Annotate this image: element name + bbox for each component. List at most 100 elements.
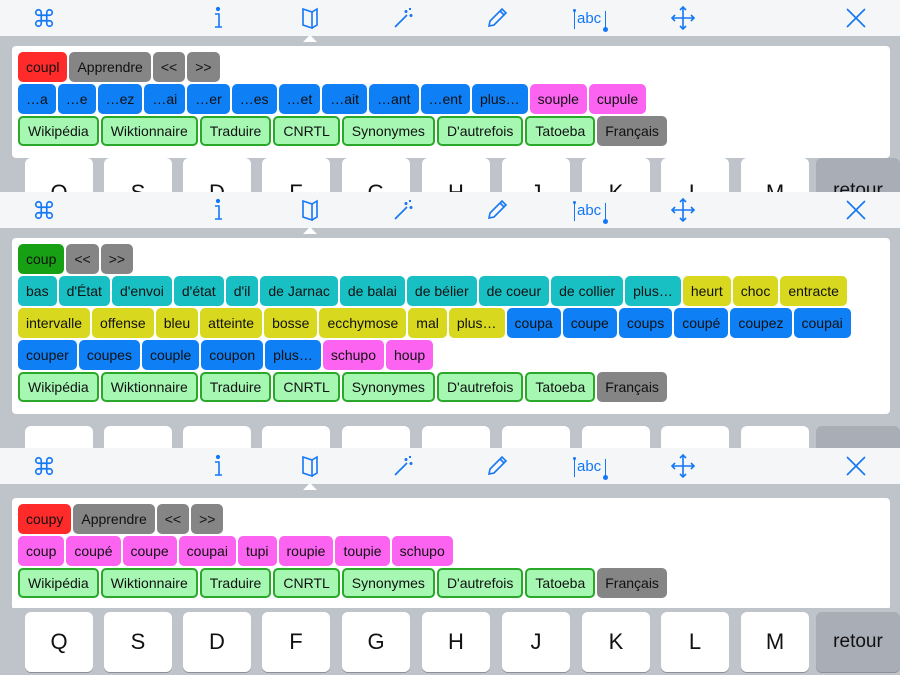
key-h[interactable]: H — [422, 158, 490, 192]
chip-schupo[interactable]: schupo — [322, 340, 385, 370]
chip-coups[interactable]: coups — [618, 308, 673, 338]
book-icon[interactable] — [288, 0, 332, 42]
pencil-icon[interactable] — [475, 192, 519, 228]
key-q[interactable]: Q — [25, 158, 93, 192]
chip-synonymes[interactable]: Synonymes — [341, 568, 435, 598]
return-key[interactable]: retour — [816, 158, 900, 192]
chip-wikip-dia[interactable]: Wikipédia — [18, 568, 99, 598]
chip-coupa[interactable]: coupa — [506, 308, 561, 338]
close-icon[interactable] — [834, 192, 878, 228]
chip-synonymes[interactable]: Synonymes — [341, 372, 435, 402]
chip-wiktionnaire[interactable]: Wiktionnaire — [100, 116, 198, 146]
magic-wand-icon[interactable] — [382, 192, 426, 228]
key-l[interactable]: L — [661, 158, 729, 192]
move-icon[interactable] — [661, 448, 705, 484]
chip-d-autrefois[interactable]: D'autrefois — [436, 116, 524, 146]
chip-coupl[interactable]: coupl — [18, 52, 68, 82]
chip-cnrtl[interactable]: CNRTL — [273, 568, 340, 598]
key-l[interactable]: L — [661, 612, 729, 672]
key-k[interactable]: K — [582, 158, 650, 192]
chip-d-autrefois[interactable]: D'autrefois — [436, 568, 524, 598]
book-icon[interactable] — [288, 192, 332, 234]
chip-coupez[interactable]: coupez — [730, 308, 792, 338]
chip-symbol[interactable]: << — [156, 504, 190, 534]
key-blank[interactable] — [342, 426, 410, 448]
key-m[interactable]: M — [741, 612, 809, 672]
chip-tupi[interactable]: tupi — [237, 536, 277, 566]
chip-coupai[interactable]: coupai — [178, 536, 236, 566]
chip-coup[interactable]: coup — [18, 536, 65, 566]
chip-roupie[interactable]: roupie — [278, 536, 334, 566]
chip-a[interactable]: …a — [18, 84, 56, 114]
chip-traduire[interactable]: Traduire — [199, 372, 272, 402]
chip-tatoeba[interactable]: Tatoeba — [525, 568, 596, 598]
chip-plus[interactable]: plus… — [625, 276, 681, 306]
info-icon[interactable] — [196, 192, 240, 228]
close-icon[interactable] — [834, 0, 878, 36]
key-g[interactable]: G — [342, 158, 410, 192]
chip-tatoeba[interactable]: Tatoeba — [525, 116, 596, 146]
chip-choc[interactable]: choc — [732, 276, 779, 306]
chip-bleu[interactable]: bleu — [155, 308, 199, 338]
key-blank[interactable] — [422, 426, 490, 448]
chip-offense[interactable]: offense — [92, 308, 154, 338]
chip-e[interactable]: …e — [57, 84, 96, 114]
abc-select-icon[interactable]: abc — [568, 192, 612, 228]
chip-synonymes[interactable]: Synonymes — [341, 116, 435, 146]
key-k[interactable]: K — [582, 612, 650, 672]
chip-bas[interactable]: bas — [18, 276, 57, 306]
chip-traduire[interactable]: Traduire — [199, 116, 272, 146]
abc-select-icon[interactable]: abc — [568, 448, 612, 484]
chip-intervalle[interactable]: intervalle — [18, 308, 91, 338]
info-icon[interactable] — [196, 448, 240, 484]
chip-houp[interactable]: houp — [386, 340, 434, 370]
chip-coupon[interactable]: coupon — [201, 340, 264, 370]
chip-cnrtl[interactable]: CNRTL — [273, 116, 340, 146]
close-icon[interactable] — [834, 448, 878, 484]
chip-d-tat[interactable]: d'état — [173, 276, 224, 306]
chip-coupe[interactable]: coupe — [122, 536, 177, 566]
key-symbol[interactable]: ? — [582, 426, 650, 448]
chip-couple[interactable]: couple — [141, 340, 200, 370]
chip-couper[interactable]: couper — [18, 340, 77, 370]
chip-wiktionnaire[interactable]: Wiktionnaire — [100, 372, 198, 402]
chip-entracte[interactable]: entracte — [780, 276, 847, 306]
key-f[interactable]: F — [262, 158, 330, 192]
key-s[interactable]: S — [104, 158, 172, 192]
key-blank[interactable] — [502, 426, 570, 448]
chip-heurt[interactable]: heurt — [682, 276, 731, 306]
chip-symbol[interactable]: >> — [187, 52, 220, 82]
chip-tatoeba[interactable]: Tatoeba — [525, 372, 596, 402]
chip-coupai[interactable]: coupai — [793, 308, 851, 338]
key-d[interactable]: D — [183, 158, 251, 192]
chip-ez[interactable]: …ez — [97, 84, 143, 114]
chip-d-envoi[interactable]: d'envoi — [111, 276, 172, 306]
magic-wand-icon[interactable] — [382, 448, 426, 484]
chip-souple[interactable]: souple — [529, 84, 587, 114]
key-j[interactable]: J — [502, 612, 570, 672]
chip-wikip-dia[interactable]: Wikipédia — [18, 372, 99, 402]
key-blank[interactable] — [104, 426, 172, 448]
chip-fran-ais[interactable]: Français — [597, 568, 667, 598]
chip-cupule[interactable]: cupule — [588, 84, 647, 114]
chip-ent[interactable]: …ent — [420, 84, 470, 114]
chip-symbol[interactable]: >> — [100, 244, 134, 274]
chip-d-il[interactable]: d'il — [225, 276, 259, 306]
command-icon[interactable] — [22, 448, 66, 484]
chip-fran-ais[interactable]: Français — [597, 372, 667, 402]
chip-ai[interactable]: …ai — [144, 84, 186, 114]
chip-d-tat[interactable]: d'État — [58, 276, 110, 306]
chip-plus[interactable]: plus… — [265, 340, 321, 370]
chip-apprendre[interactable]: Apprendre — [69, 52, 151, 82]
chip-de-balai[interactable]: de balai — [339, 276, 405, 306]
key-blank[interactable] — [262, 426, 330, 448]
chip-coupe[interactable]: coupe — [562, 308, 617, 338]
key-blank[interactable] — [183, 426, 251, 448]
chip-symbol[interactable]: << — [66, 244, 99, 274]
command-icon[interactable] — [22, 0, 66, 36]
key-h[interactable]: H — [422, 612, 490, 672]
chip-plus[interactable]: plus… — [471, 84, 528, 114]
chip-schupo[interactable]: schupo — [391, 536, 453, 566]
return-key[interactable]: retour — [816, 612, 900, 672]
chip-wikip-dia[interactable]: Wikipédia — [18, 116, 99, 146]
